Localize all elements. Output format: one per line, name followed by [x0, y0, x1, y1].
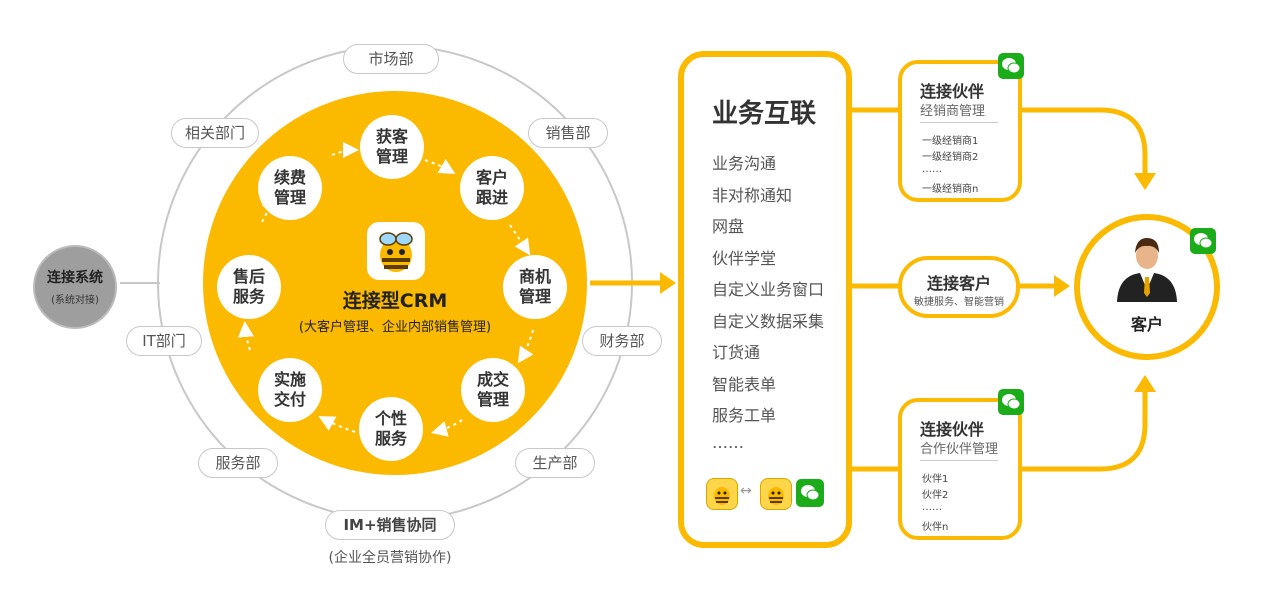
connect-customer-card: 连接客户 敏捷服务、智能营销	[898, 256, 1020, 318]
stage-renewal: 续费管理	[258, 156, 322, 220]
crm-logo	[367, 222, 425, 280]
connect-system-title: 连接系统	[47, 270, 103, 286]
partner-top-sub: 经销商管理	[920, 104, 986, 119]
stage-opportunity: 商机管理	[503, 255, 567, 319]
business-panel: 业务互联 业务沟通 非对称通知 网盘 伙伴学堂 自定义业务窗口 自定义数据采集 …	[678, 51, 852, 548]
connect-system-sub: (系统对接)	[51, 295, 99, 306]
ring-caption: (企业全员营销协作)	[328, 550, 452, 566]
dept-it: IT部门	[126, 326, 202, 356]
partner-top-card: 连接伙伴 经销商管理 一级经销商1 一级经销商2 …… 一级经销商n	[898, 60, 1022, 202]
dept-finance: 财务部	[582, 326, 662, 356]
dept-production: 生产部	[515, 448, 595, 478]
wechat-icon	[796, 479, 824, 507]
partner-bottom-item: 伙伴n	[922, 522, 949, 533]
partner-top-arrowhead	[1134, 173, 1156, 190]
business-item: 自定义业务窗口	[712, 280, 825, 299]
business-item: 订货通	[712, 343, 761, 362]
partner-bottom-title: 连接伙伴	[920, 420, 985, 439]
business-item: ……	[712, 433, 744, 452]
business-item: 智能表单	[712, 375, 777, 394]
stage-deal: 成交管理	[461, 358, 525, 422]
partner-bottom-arrowhead	[1134, 375, 1156, 392]
partner-bottom-item: 伙伴2	[922, 490, 949, 501]
business-item: 自定义数据采集	[712, 312, 825, 331]
dept-sales: 销售部	[528, 118, 608, 148]
partner-bottom-to-customer-line	[1022, 390, 1148, 472]
customer-avatar-icon	[1117, 238, 1177, 302]
partner-top-divider	[920, 122, 998, 123]
crm-title: 连接型CRM	[342, 290, 448, 312]
business-item: 网盘	[712, 217, 745, 236]
partner-top-to-customer-line	[1022, 107, 1148, 175]
crm-subtitle: (大客户管理、企业内部销售管理)	[298, 320, 492, 335]
partner-bottom-card: 连接伙伴 合作伙伴管理 伙伴1 伙伴2 …… 伙伴n	[898, 398, 1022, 540]
dept-market: 市场部	[343, 44, 439, 74]
connect-customer-sub: 敏捷服务、智能营销	[914, 297, 1004, 308]
stage-aftersale: 售后服务	[217, 255, 281, 319]
stage-acquire: 获客管理	[360, 115, 424, 179]
partner-bottom-item: ……	[922, 502, 942, 513]
wechat-icon	[998, 53, 1024, 79]
business-title: 业务互联	[712, 99, 817, 129]
business-item: 业务沟通	[712, 154, 777, 173]
customer-link-arrowhead	[1054, 275, 1070, 297]
exchange-arrow-icon: ↔	[740, 483, 752, 499]
bee-icon	[379, 232, 413, 272]
business-item: 非对称通知	[712, 186, 793, 205]
crm-to-business-arrowhead	[660, 272, 676, 294]
stage-personal: 个性服务	[359, 397, 423, 461]
wechat-icon	[1190, 228, 1216, 254]
business-item: 服务工单	[712, 406, 777, 425]
partner-top-item: 一级经销商1	[922, 136, 979, 147]
partner-top-item: 一级经销商n	[922, 184, 979, 195]
partner-bottom-divider	[920, 460, 998, 461]
wechat-icon	[998, 389, 1024, 415]
dept-service: 服务部	[198, 448, 278, 478]
dept-related: 相关部门	[171, 118, 259, 148]
dept-im-collab: IM+销售协同	[325, 510, 455, 540]
business-item: 伙伴学堂	[712, 249, 777, 268]
customer-label: 客户	[1130, 315, 1163, 334]
stage-delivery: 实施交付	[258, 358, 322, 422]
connect-system-node: 连接系统 (系统对接)	[33, 245, 117, 329]
partner-bottom-item: 伙伴1	[922, 474, 949, 485]
partner-top-item: 一级经销商2	[922, 152, 979, 163]
partner-top-item: ……	[922, 164, 942, 175]
connect-customer-title: 连接客户	[926, 274, 991, 293]
bee-app-icon	[760, 478, 792, 510]
partner-top-title: 连接伙伴	[920, 82, 985, 101]
stage-follow: 客户跟进	[460, 156, 524, 220]
partner-bottom-sub: 合作伙伴管理	[920, 442, 999, 457]
bee-app-icon	[706, 478, 738, 510]
